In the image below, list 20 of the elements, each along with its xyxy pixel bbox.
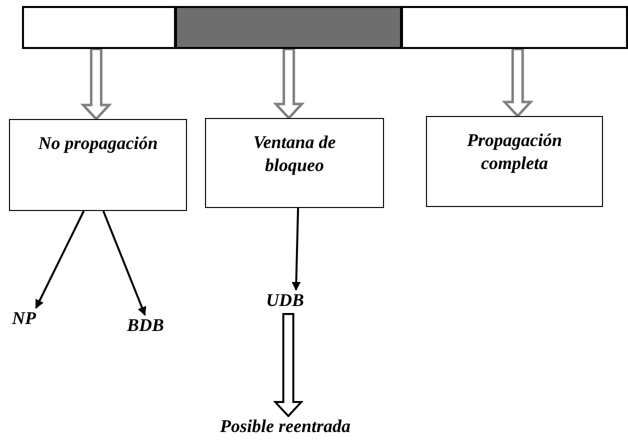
outcome-label: Posible reentrada — [220, 416, 410, 440]
box-label: No propagación — [38, 132, 158, 155]
process-box — [205, 118, 384, 208]
box-label: Ventana de bloqueo — [252, 131, 337, 178]
block-arrow — [273, 313, 304, 418]
bar-segment — [401, 6, 628, 49]
block-arrow — [272, 48, 305, 120]
block-arrow — [502, 48, 534, 118]
process-box — [9, 119, 187, 211]
outcome-label: UDB — [266, 290, 326, 314]
bar-segment — [22, 6, 176, 49]
bar-segment — [175, 6, 402, 49]
arrow — [292, 208, 301, 291]
box-label: Propagación completa — [466, 129, 563, 176]
outcome-label: NP — [12, 308, 52, 332]
block-arrow — [80, 48, 112, 121]
outcome-label: BDB — [127, 315, 187, 339]
arrow — [35, 210, 85, 309]
process-box — [426, 116, 603, 207]
arrow — [102, 210, 146, 316]
